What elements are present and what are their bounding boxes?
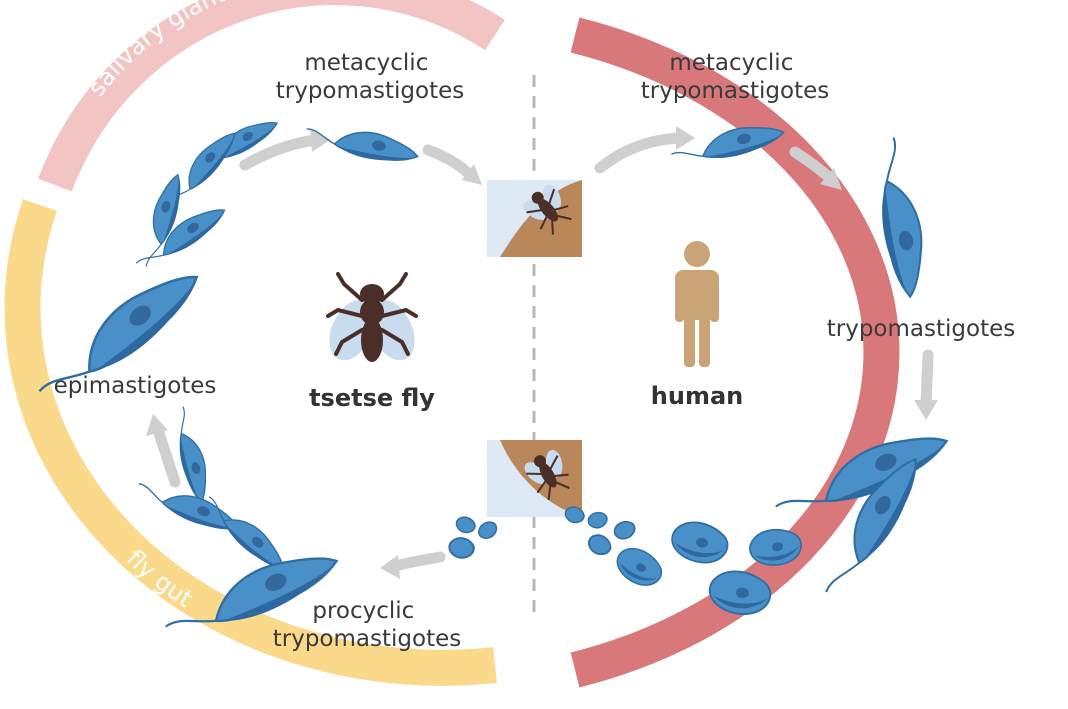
epimastigotes-label: epimastigotes [54,373,217,399]
salivary-gland-arc [38,0,505,192]
blood-label: blood [861,36,934,92]
tsetse-fly-host-label: tsetse fly [309,384,435,412]
procyclic-label: procyclic trypomastigotes [273,598,461,652]
cycle-arrows [146,126,938,579]
bite-inset-bottom [487,440,582,517]
human-host-label: human [651,382,743,410]
bite-inset-top [487,180,582,257]
fly-gut-arc [4,199,497,686]
human-icon [675,241,719,367]
metacyclic-human-label: metacyclic trypomastigotes [641,50,829,104]
tsetse-fly-small-icon [524,449,570,501]
tsetse-fly-icon [326,272,418,362]
metacyclic-fly-label: metacyclic trypomastigotes [276,50,464,104]
trypomastigotes-label: trypomastigotes [827,316,1015,342]
parasites-salivary [30,111,422,417]
tsetse-fly-small-icon [523,184,572,235]
